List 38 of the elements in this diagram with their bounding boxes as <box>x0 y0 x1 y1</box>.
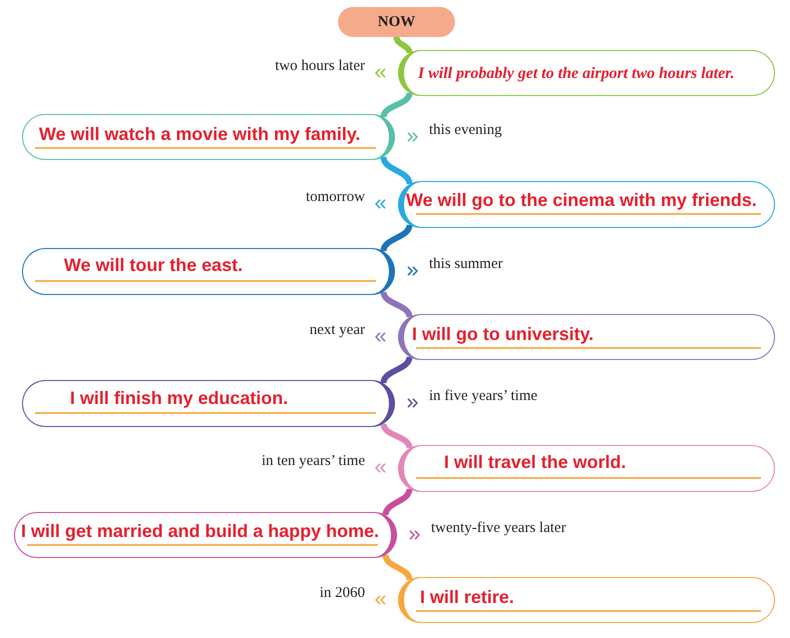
time-phrase: this evening <box>429 121 502 139</box>
sentence-box <box>22 248 395 295</box>
answer-text: I will finish my education. <box>70 388 288 409</box>
answer-text: We will go to the cinema with my friends. <box>406 190 757 211</box>
example-sentence: I will probably get to the airport two hours later. <box>418 64 734 84</box>
sentence-box <box>398 181 775 228</box>
timeline-connector <box>382 554 412 581</box>
time-phrase: in ten years’ time <box>262 452 365 470</box>
heading-text: NOW <box>376 13 416 31</box>
start-pill <box>338 7 455 37</box>
answer-text: I will travel the world. <box>444 452 626 473</box>
timeline-connector <box>380 356 412 384</box>
timeline-connector <box>380 156 412 185</box>
sentence-box <box>398 314 775 360</box>
sentence-box <box>14 512 397 558</box>
timeline-connector <box>380 224 412 252</box>
time-phrase: twenty-five years later <box>431 519 566 537</box>
timeline-connector <box>380 423 412 449</box>
answer-text: I will retire. <box>420 587 514 608</box>
sentence-box <box>398 445 775 492</box>
sentence-box <box>22 380 395 427</box>
time-phrase: tomorrow <box>306 188 365 206</box>
answer-text: I will go to university. <box>412 324 594 345</box>
time-phrase: in 2060 <box>320 584 365 602</box>
sentence-box <box>398 50 775 96</box>
time-phrase: next year <box>310 321 365 339</box>
time-phrase: two hours later <box>275 57 365 75</box>
answer-text: We will watch a movie with my family. <box>39 124 360 145</box>
timeline-connector <box>382 488 412 516</box>
time-phrase: in five years’ time <box>429 387 538 405</box>
sentence-box <box>22 114 395 160</box>
timeline-connector <box>380 291 412 318</box>
timeline-connector <box>394 36 412 54</box>
timeline-connector <box>380 92 412 118</box>
answer-text: I will get married and build a happy home. <box>21 521 380 542</box>
answer-text: We will tour the east. <box>64 255 243 276</box>
time-phrase: this summer <box>429 255 503 273</box>
sentence-box <box>398 577 775 623</box>
